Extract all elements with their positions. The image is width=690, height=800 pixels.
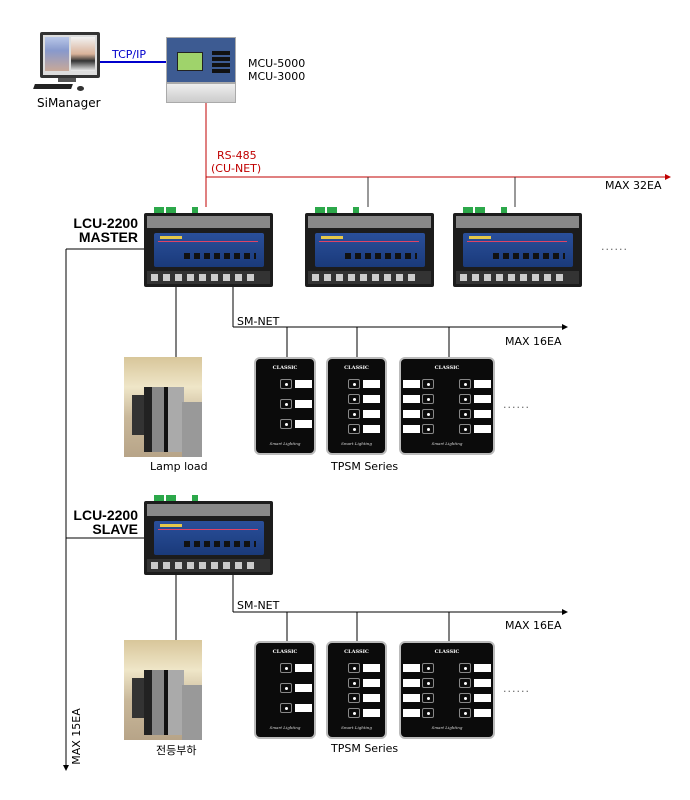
lcu-slave-label: LCU-2200 SLAVE bbox=[70, 508, 138, 536]
smnet-slave-max-label: MAX 16EA bbox=[505, 619, 562, 632]
simanager-label: SiManager bbox=[37, 96, 101, 110]
tpsm-panel: CLASSIC Smart Lighting bbox=[254, 357, 316, 455]
tpsm-panel: CLASSIC Smart Lighting bbox=[399, 357, 495, 455]
panel-brand: CLASSIC bbox=[344, 365, 369, 371]
rs485-label: RS-485 bbox=[217, 149, 257, 162]
panel-footer: Smart Lighting bbox=[341, 725, 372, 730]
mcu-model-1: MCU-5000 bbox=[248, 57, 306, 70]
panel-footer: Smart Lighting bbox=[431, 441, 463, 446]
mcu-model-2: MCU-3000 bbox=[248, 70, 306, 83]
panel-footer: Smart Lighting bbox=[431, 725, 463, 730]
tpsm-panel: CLASSIC Smart Lighting bbox=[399, 641, 495, 739]
tcpip-label: TCP/IP bbox=[112, 48, 146, 61]
mcu-device bbox=[166, 37, 236, 103]
smnet-master-max-label: MAX 16EA bbox=[505, 335, 562, 348]
rs485-max-label: MAX 32EA bbox=[605, 179, 662, 192]
lcu-device bbox=[453, 207, 582, 287]
more-panels-ellipsis-slave: ...... bbox=[503, 682, 530, 695]
tpsm-series-label: TPSM Series bbox=[331, 460, 399, 473]
panel-brand: CLASSIC bbox=[434, 649, 460, 655]
panel-footer: Smart Lighting bbox=[341, 441, 372, 446]
lcu-slave-role: SLAVE bbox=[92, 521, 138, 537]
lcu-master-device bbox=[144, 207, 273, 287]
panel-footer: Smart Lighting bbox=[269, 725, 301, 730]
tpsm-series-label-slave: TPSM Series bbox=[331, 742, 399, 755]
tpsm-panel: CLASSIC Smart Lighting bbox=[326, 641, 387, 739]
lcu-master-label: LCU-2200 MASTER bbox=[70, 216, 138, 244]
lcu-master-role: MASTER bbox=[78, 229, 138, 245]
more-lcu-ellipsis: ...... bbox=[601, 240, 628, 253]
cunet-label: (CU-NET) bbox=[211, 162, 262, 175]
panel-brand: CLASSIC bbox=[272, 365, 298, 371]
tpsm-panel: CLASSIC Smart Lighting bbox=[326, 357, 387, 455]
lcu-master-model: LCU-2200 bbox=[73, 215, 138, 231]
more-panels-ellipsis: ...... bbox=[503, 398, 530, 411]
smnet-master-label: SM-NET bbox=[237, 315, 280, 328]
lamp-load-label: Lamp load bbox=[150, 460, 208, 473]
panel-brand: CLASSIC bbox=[272, 649, 298, 655]
lcu-chain-max-label: MAX 15EA bbox=[69, 708, 83, 765]
tpsm-panel: CLASSIC Smart Lighting bbox=[254, 641, 316, 739]
lamp-load-photo-slave bbox=[124, 640, 202, 740]
lamp-load-photo bbox=[124, 357, 202, 457]
panel-brand: CLASSIC bbox=[344, 649, 369, 655]
panel-brand: CLASSIC bbox=[434, 365, 460, 371]
lcu-device bbox=[305, 207, 434, 287]
lcu-slave-model: LCU-2200 bbox=[73, 507, 138, 523]
lamp-load-label-slave: 전등부하 bbox=[156, 744, 197, 757]
lcu-slave-device bbox=[144, 495, 273, 575]
smnet-slave-label: SM-NET bbox=[237, 599, 280, 612]
panel-footer: Smart Lighting bbox=[269, 441, 301, 446]
